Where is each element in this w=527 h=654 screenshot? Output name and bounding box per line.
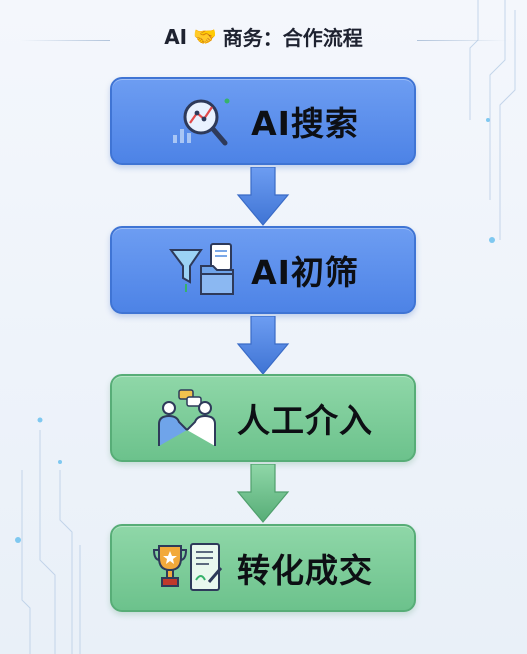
step-label: AI初筛 <box>251 253 359 292</box>
step-conversion-deal: 转化成交 <box>110 524 416 612</box>
magnifier-chart-icon <box>173 98 230 146</box>
funnel-folder-icon <box>169 243 235 295</box>
step-label: 人工介入 <box>237 401 373 440</box>
step-ai-screening: AI初筛 <box>110 226 416 314</box>
step-label: AI搜索 <box>251 104 359 143</box>
step-label: 转化成交 <box>237 551 373 590</box>
down-arrow-3 <box>236 464 290 523</box>
title-line-left <box>20 40 110 41</box>
step-human-intervention: 人工介入 <box>110 374 416 462</box>
handshake-people-icon <box>158 389 216 446</box>
step-ai-search: AI搜索 <box>110 77 416 165</box>
title-suffix: 商务：合作流程 <box>222 26 363 50</box>
page-title: AI 🤝 商务：合作流程 <box>164 22 363 51</box>
trophy-contract-icon <box>153 543 223 591</box>
handshake-icon: 🤝 <box>193 26 217 48</box>
down-arrow-2 <box>236 316 290 375</box>
down-arrow-1 <box>236 167 290 226</box>
title-prefix: AI <box>164 24 188 49</box>
